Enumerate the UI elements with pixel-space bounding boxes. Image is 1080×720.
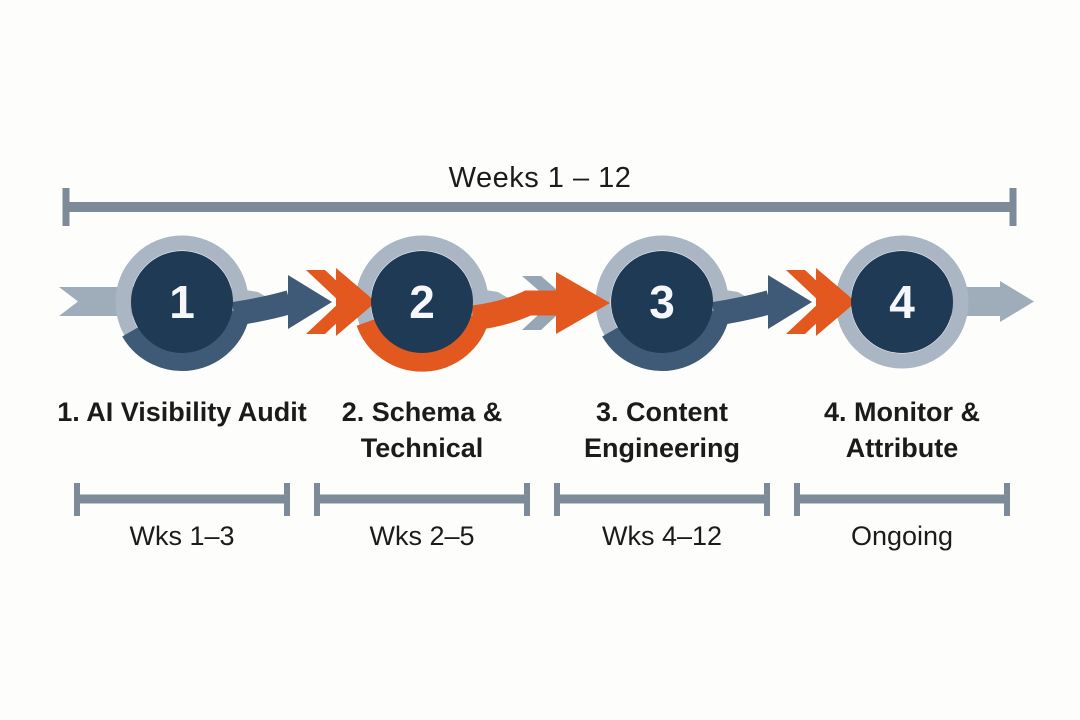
- timeline-range-label: Weeks 1 – 12: [448, 162, 632, 194]
- connector-3-underarc: [602, 309, 730, 371]
- step-2-duration-bracket: [314, 483, 530, 516]
- step-1-duration: Wks 1–3: [129, 521, 235, 551]
- step-1-number: 1: [169, 276, 195, 328]
- ribbon-end-arrowhead: [1000, 281, 1034, 322]
- connector-2-rise: [471, 290, 560, 331]
- step-4-node: [851, 251, 953, 353]
- step-1-node: [131, 251, 233, 353]
- step-4-title: 4. Monitor & Attribute: [824, 397, 980, 463]
- step-4-duration-bracket: [794, 483, 1010, 516]
- step-3-number: 3: [649, 276, 675, 328]
- step-2-title: 2. Schema & Technical: [341, 397, 503, 463]
- connector-1-underarc: [122, 309, 250, 371]
- step-1-title: 1. AI Visibility Audit: [57, 397, 307, 427]
- range-bracket: [62, 188, 1017, 226]
- step-4-duration: Ongoing: [850, 521, 954, 551]
- connector-3-rise: [712, 290, 774, 326]
- connector-3-arrowhead: [768, 275, 812, 329]
- step-1-duration-bracket: [74, 483, 290, 516]
- step-4-number: 4: [889, 276, 915, 328]
- step-2-duration: Wks 2–5: [369, 521, 475, 551]
- step-2-node: [371, 251, 473, 353]
- connector-2-underarc: [356, 313, 490, 372]
- step-3-duration: Wks 4–12: [601, 521, 723, 551]
- step-3-duration-bracket: [554, 483, 770, 516]
- connector-2-arrowhead: [556, 272, 610, 334]
- connector-1-arrowhead: [288, 275, 332, 329]
- step-3-title: 3. Content Engineering: [583, 397, 740, 463]
- connector-1-rise: [232, 290, 294, 326]
- orange-arrowhead-3: [816, 268, 856, 336]
- step-2-number: 2: [409, 276, 435, 328]
- step-3-node: [611, 251, 713, 353]
- orange-arrowhead-1: [336, 268, 376, 336]
